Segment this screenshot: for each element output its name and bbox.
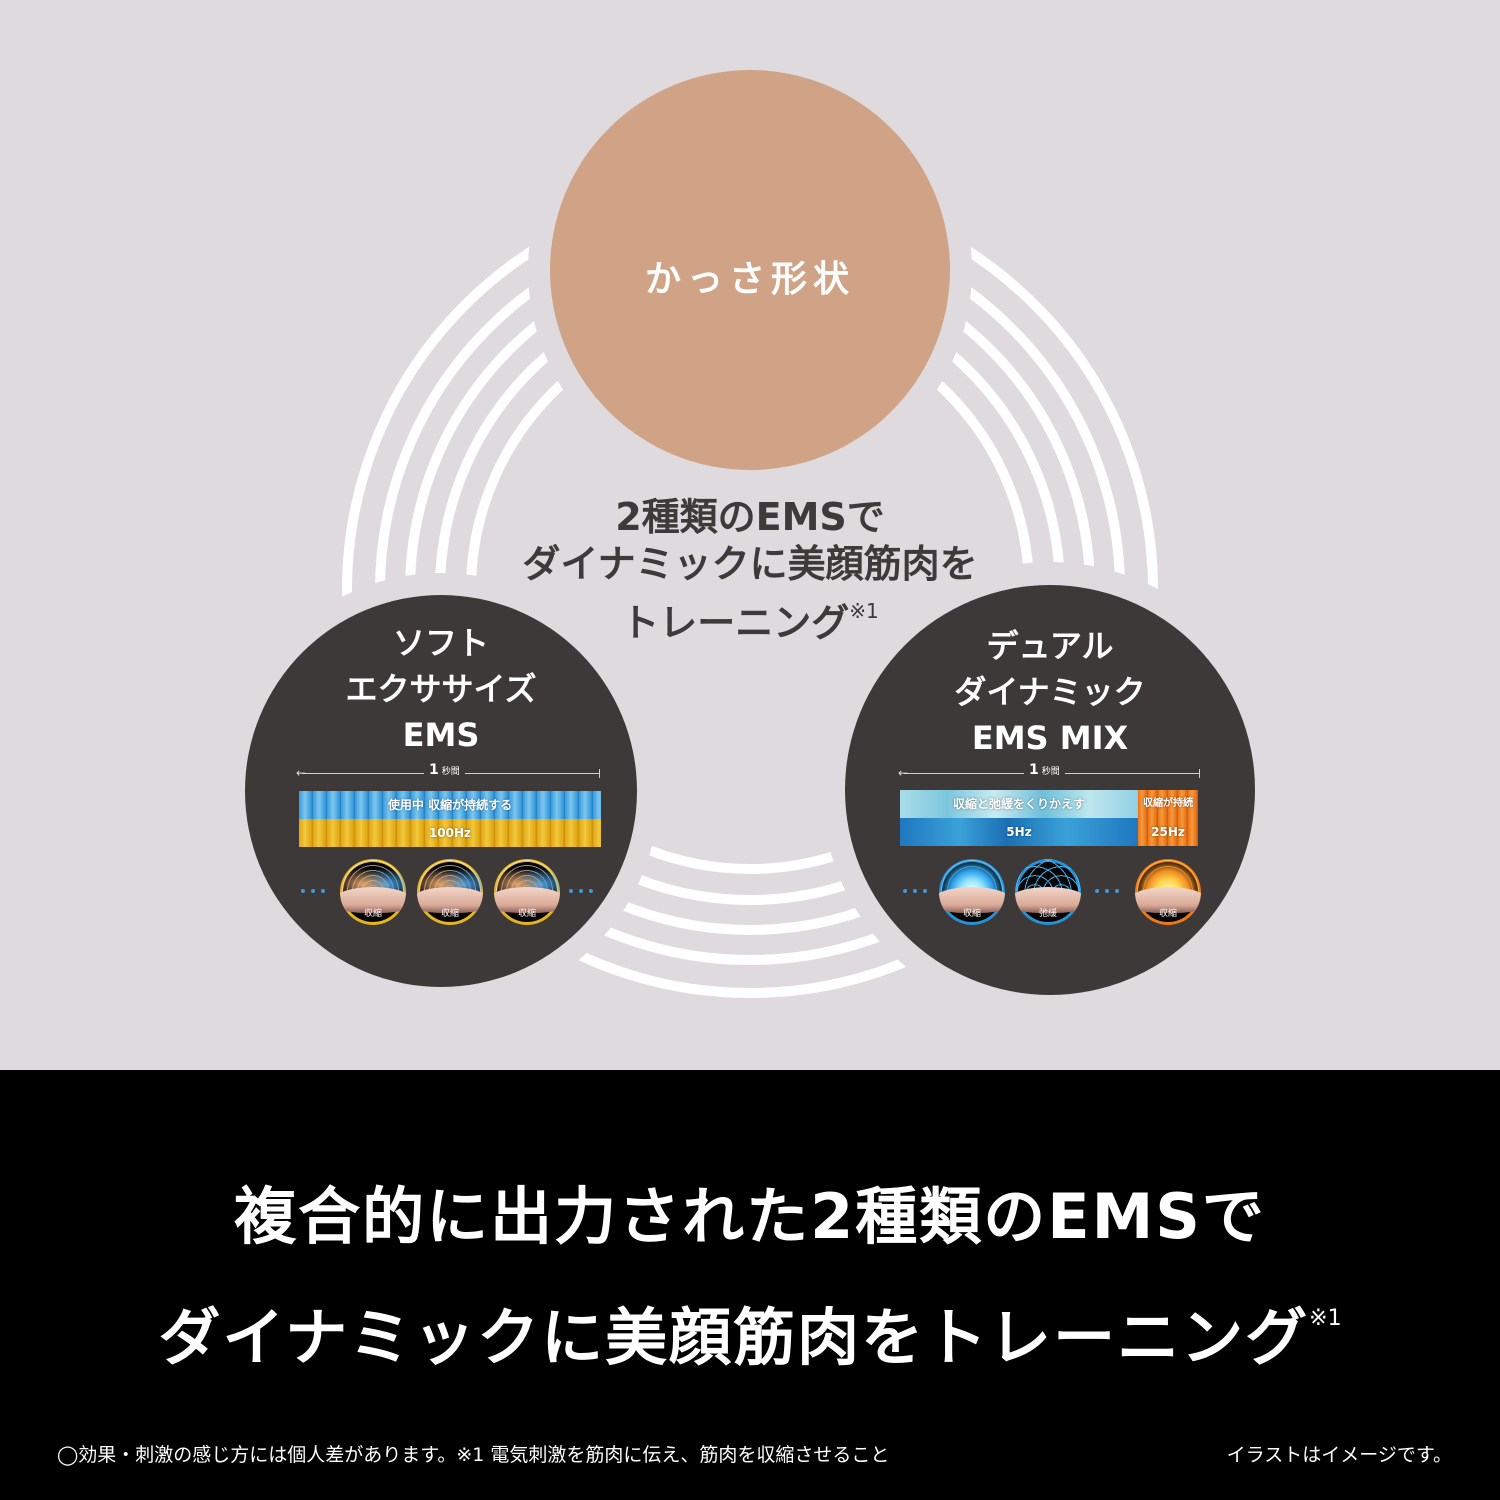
dual-dynamic-ems-mix-title: デュアル ダイナミック EMS MIX <box>845 623 1255 761</box>
title-line: エクササイズ <box>345 670 537 708</box>
title-line: ダイナミック <box>954 673 1146 711</box>
skin-graphic <box>417 887 483 913</box>
bar-25hz-status-row: 収縮が持続 <box>1138 790 1198 818</box>
wave-graphic <box>1135 859 1201 891</box>
headline: 複合的に出力された2種類のEMSで ダイナミックに美顔筋肉をトレーニング※1 <box>0 1166 1500 1389</box>
muscle-contract-icon: 収縮 <box>939 859 1005 925</box>
illustration-label: 収縮 <box>962 909 981 919</box>
muscle-contract-icon: 収縮 <box>1135 859 1201 925</box>
headline-line1: 複合的に出力された2種類のEMSで <box>234 1180 1266 1253</box>
skin-graphic <box>1015 887 1081 913</box>
kassa-shape-circle: かっさ形状 <box>550 70 950 470</box>
skin-graphic <box>939 887 1005 913</box>
wave-graphic <box>417 859 483 891</box>
illustration-label: 収縮 <box>363 909 382 919</box>
arrow-left-icon: ← <box>898 766 909 780</box>
bar-25hz-frequency-row: 25Hz <box>1138 818 1198 846</box>
illustration-label: 弛緩 <box>1038 909 1057 919</box>
skin-graphic <box>340 887 406 913</box>
bar-5hz-frequency-row: 5Hz <box>900 818 1138 846</box>
illustration-label: 収縮 <box>517 909 536 919</box>
wave-graphic <box>1015 859 1081 891</box>
kassa-shape-label: かっさ形状 <box>644 259 855 300</box>
muscle-contract-icon: 収縮 <box>494 859 560 925</box>
ellipsis-dots-icon <box>569 889 593 893</box>
center-caption: 2種類のEMSで ダイナミックに美顔筋肉を トレーニング※1 <box>450 494 1050 647</box>
title-line: デュアル <box>986 627 1114 665</box>
muscle-contract-icon: 収縮 <box>417 859 483 925</box>
illustration-disclaimer: イラストはイメージです。 <box>1226 1444 1452 1466</box>
timeline-end-tick <box>1199 769 1200 778</box>
bar-status-row: 使用中 収縮が持続する <box>299 791 601 819</box>
headline-line2-text: ダイナミックに美顔筋肉をトレーニング <box>158 1301 1310 1374</box>
skin-graphic <box>1135 887 1201 913</box>
illustration-label: 収縮 <box>440 909 459 919</box>
timeline-end-tick <box>599 769 600 778</box>
center-caption-line2: ダイナミックに美顔筋肉を <box>522 542 978 586</box>
skin-graphic <box>494 887 560 913</box>
timeline-unit: 秒間 <box>1041 767 1060 777</box>
timeline-unit: 秒間 <box>441 767 460 777</box>
timeline-value: 1 <box>429 762 439 778</box>
disclaimer-footnote: ◯効果・刺激の感じ方には個人差があります。※1 電気刺激を筋肉に伝え、筋肉を収縮… <box>57 1444 890 1466</box>
illustration-label: 収縮 <box>1158 909 1177 919</box>
ems-100hz-bar: 使用中 収縮が持続する 100Hz <box>299 791 601 847</box>
center-caption-line3-text: トレーニング <box>621 601 850 645</box>
muscle-contract-icon: 収縮 <box>340 859 406 925</box>
footnote-mark: ※1 <box>849 599 879 623</box>
feature-diagram: かっさ形状 2種類のEMSで ダイナミックに美顔筋肉を トレーニング※1 ソフト… <box>245 70 1255 998</box>
arrow-left-icon: ← <box>296 766 307 780</box>
footnote-mark: ※1 <box>1309 1306 1342 1331</box>
wave-graphic <box>939 859 1005 891</box>
headline-line2: ダイナミックに美顔筋肉をトレーニング※1 <box>0 1268 1500 1389</box>
title-line: EMS MIX <box>971 719 1129 757</box>
center-caption-line1: 2種類のEMSで <box>615 495 885 539</box>
wave-graphic <box>340 859 406 891</box>
wave-graphic <box>494 859 560 891</box>
ellipsis-dots-icon <box>301 889 325 893</box>
timeline-value: 1 <box>1029 762 1039 778</box>
muscle-relax-icon: 弛緩 <box>1015 859 1081 925</box>
soft-exercise-ems-title: ソフト エクササイズ EMS <box>245 620 637 758</box>
title-line: EMS <box>402 716 480 754</box>
headline-band: 複合的に出力された2種類のEMSで ダイナミックに美顔筋肉をトレーニング※1 ◯… <box>0 1070 1500 1500</box>
bar-frequency-row: 100Hz <box>299 819 601 847</box>
center-caption-line3: トレーニング※1 <box>450 588 1050 647</box>
ems-mix-bar: 収縮と弛緩をくりかえす 5Hz 収縮が持続 25Hz <box>900 790 1198 846</box>
title-line: ソフト <box>392 624 489 662</box>
bar-5hz-status-row: 収縮と弛緩をくりかえす <box>900 790 1138 818</box>
ellipsis-dots-icon <box>1095 889 1119 893</box>
ellipsis-dots-icon <box>903 889 927 893</box>
